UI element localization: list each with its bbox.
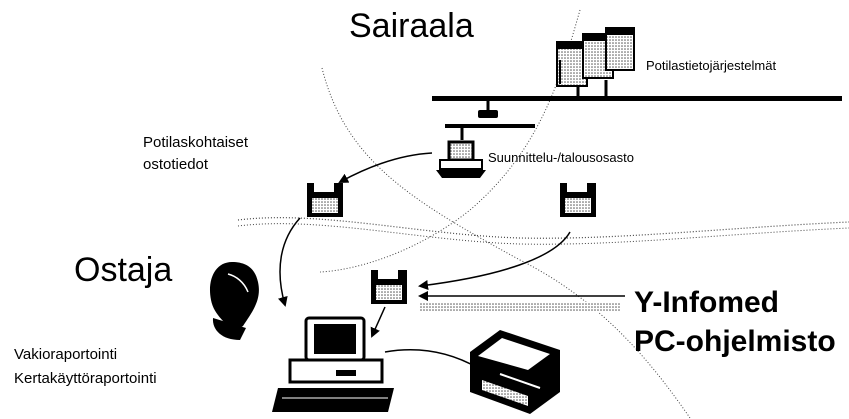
floppy-disk-icon — [371, 270, 407, 304]
label-patient-purchase-data-2: ostotiedot — [143, 156, 209, 173]
boundary-curve-upper — [319, 9, 581, 273]
arrow-to-left-disk — [338, 152, 433, 183]
product-subtitle: PC-ohjelmisto — [634, 325, 836, 358]
workstation-icon — [436, 140, 486, 178]
arrow-disk-to-pc — [370, 306, 386, 338]
arrow-from-left-disk — [277, 217, 301, 307]
label-patient-purchase-data-1: Potilaskohtaiset — [143, 134, 249, 151]
boundary-curve-left — [321, 67, 691, 419]
zone-divider-2 — [237, 223, 849, 245]
zone-label-buyer: Ostaja — [74, 251, 173, 289]
server-icon — [556, 27, 635, 87]
hospital-network — [432, 80, 842, 140]
pc-icon — [272, 316, 394, 412]
printer-icon — [470, 330, 560, 414]
input-bar — [420, 302, 620, 312]
product-name: Y-Infomed — [634, 286, 780, 319]
label-adhoc-reporting: Kertakäyttöraportointi — [14, 370, 157, 387]
floppy-disk-icon — [560, 183, 596, 217]
person-head-icon — [209, 262, 259, 340]
pc-printer-link — [384, 349, 479, 369]
zone-divider — [237, 217, 849, 239]
arrow-from-right-disk — [418, 231, 571, 290]
label-standard-reporting: Vakioraportointi — [14, 346, 118, 363]
floppy-disk-icon — [307, 183, 343, 217]
zone-label-hospital: Sairaala — [349, 7, 474, 45]
label-patient-systems: Potilastietojärjestelmät — [646, 58, 777, 73]
label-planning-dept: Suunnittelu-/talousosasto — [488, 150, 634, 165]
